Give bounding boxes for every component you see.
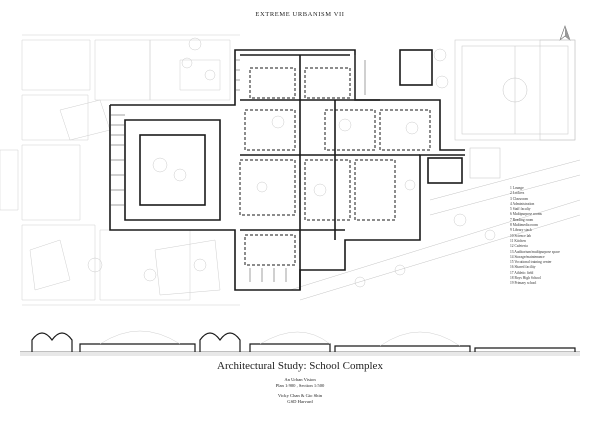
vision-subtitle: An Urban Vision [284, 377, 316, 382]
legend-item: 1 Lounge [510, 186, 524, 190]
context-right [289, 39, 581, 301]
legend-item: 10 Science lab [510, 233, 531, 238]
legend-item: 19 Primary school [510, 281, 537, 286]
section-drawing [20, 330, 580, 356]
legend-item: 5 Staff faculty [510, 207, 531, 212]
scale-note: Plan 1:900 , Section 1:500 [275, 382, 325, 388]
legend-item: 6 Multipurpose rooms [510, 212, 542, 217]
legend-item: 13 Auditorium/multipurpose space [510, 249, 560, 254]
title-block: Architectural Study: School Complex An U… [0, 360, 600, 404]
program-legend: 1 Lounge 2 Lockers 3 Classroom 4 Adminis… [510, 186, 560, 287]
legend-item: 11 Kitchen [510, 238, 526, 243]
legend-item: 17 Athletic field [510, 270, 534, 275]
building-walls [109, 49, 465, 291]
context-blocks [0, 34, 240, 306]
legend-item: 14 Storage/maintenance [510, 254, 545, 259]
legend-item: 2 Lockers [510, 191, 525, 196]
legend-item: 3 Classroom [510, 196, 529, 201]
classroom-bays [110, 55, 366, 282]
legend-item: 12 Cafeteria [510, 244, 528, 249]
legend-item: 18 Boys High School [510, 276, 541, 281]
tree-canopy [87, 37, 496, 288]
legend-item: 16 Shared facility [510, 265, 536, 270]
legend-item: 15 Vocational training center [510, 260, 552, 265]
school-name: GSD Harvard [287, 398, 313, 404]
legend-item: 4 Administration [510, 201, 535, 206]
legend-item: 7 Reading room [510, 217, 534, 222]
courtyard-outlines [139, 67, 431, 266]
legend-item: 9 Library stack [510, 228, 532, 233]
project-title: Architectural Study: School Complex [217, 360, 383, 372]
legend-item: 8 Multimedia room [510, 223, 538, 228]
sheet-header: EXTREME URBANISM VII [255, 11, 345, 18]
authors: Vicky Chan & Gio Shin [277, 393, 323, 399]
